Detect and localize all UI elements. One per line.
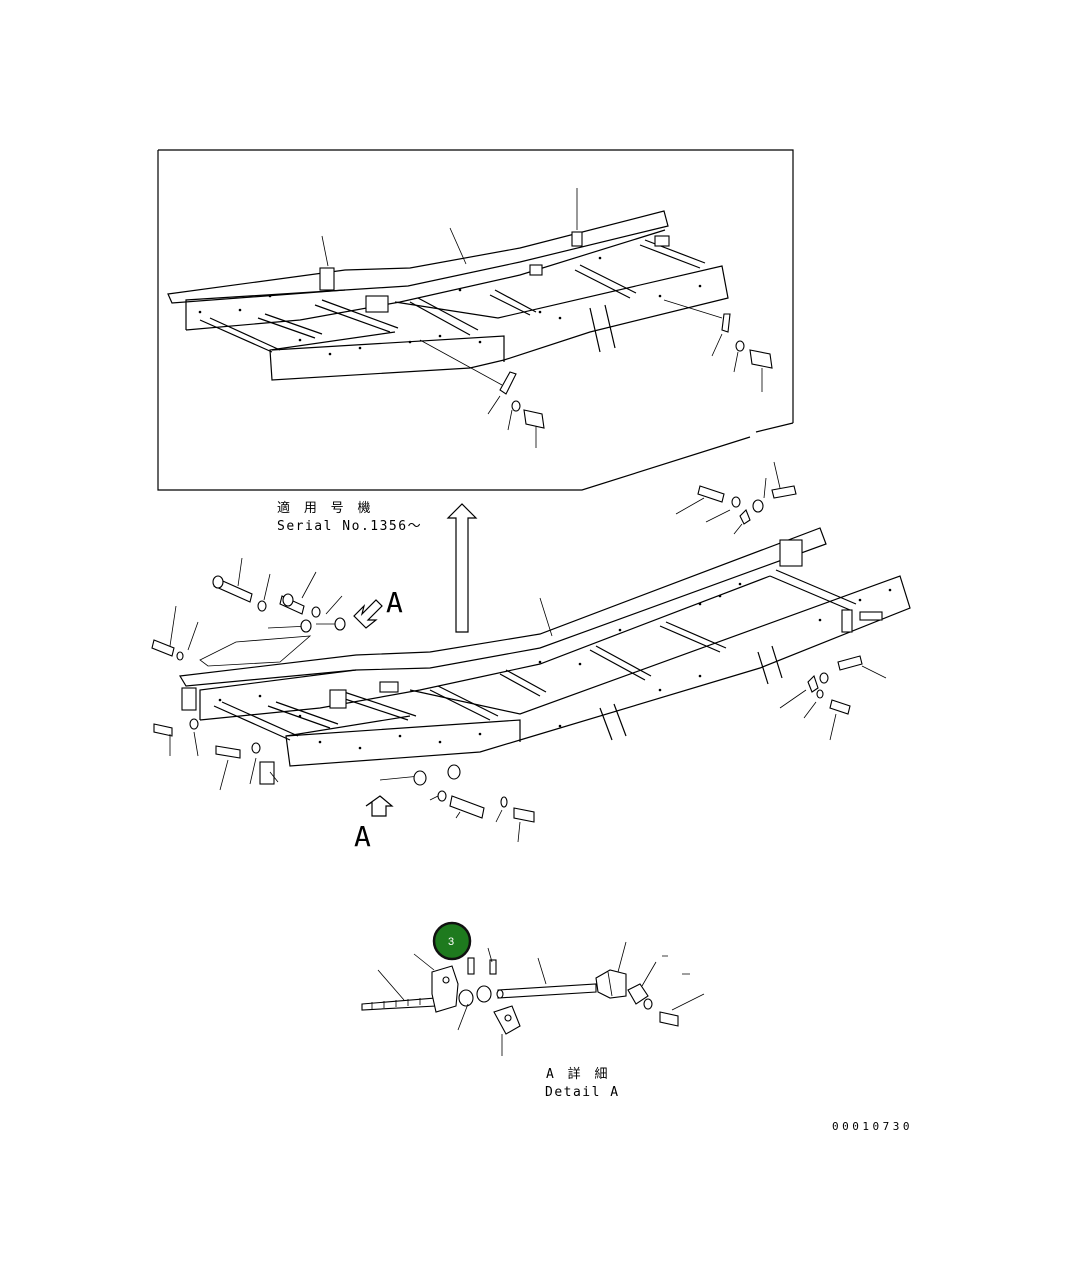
view-label-lower: A [354,820,371,853]
view-arrow-icon [365,795,394,817]
main-frame-assembly [151,461,911,843]
callout-number[interactable]: 3 [448,936,454,948]
view-arrow-icon [353,599,383,629]
detail-title-jp: A 詳 細 [546,1066,610,1082]
serial-number-label: Serial No.1356～ [277,519,422,534]
view-marker-upper: A [353,586,403,629]
drawing-number: 00010730 [832,1120,913,1133]
inset-panel: 適 用 号 機 Serial No.1356～ [157,149,794,534]
arrow-up-icon [446,503,478,633]
inset-frame-assembly [167,188,773,448]
view-marker-lower: A [354,795,394,853]
callout-badge-circle[interactable] [432,921,472,961]
detail-a-assembly [361,941,705,1056]
applicable-label: 適 用 号 機 [277,500,373,516]
detail-title-en: Detail A [545,1085,620,1100]
view-label-upper: A [386,586,403,619]
callout-badge[interactable]: 3 [432,921,472,961]
